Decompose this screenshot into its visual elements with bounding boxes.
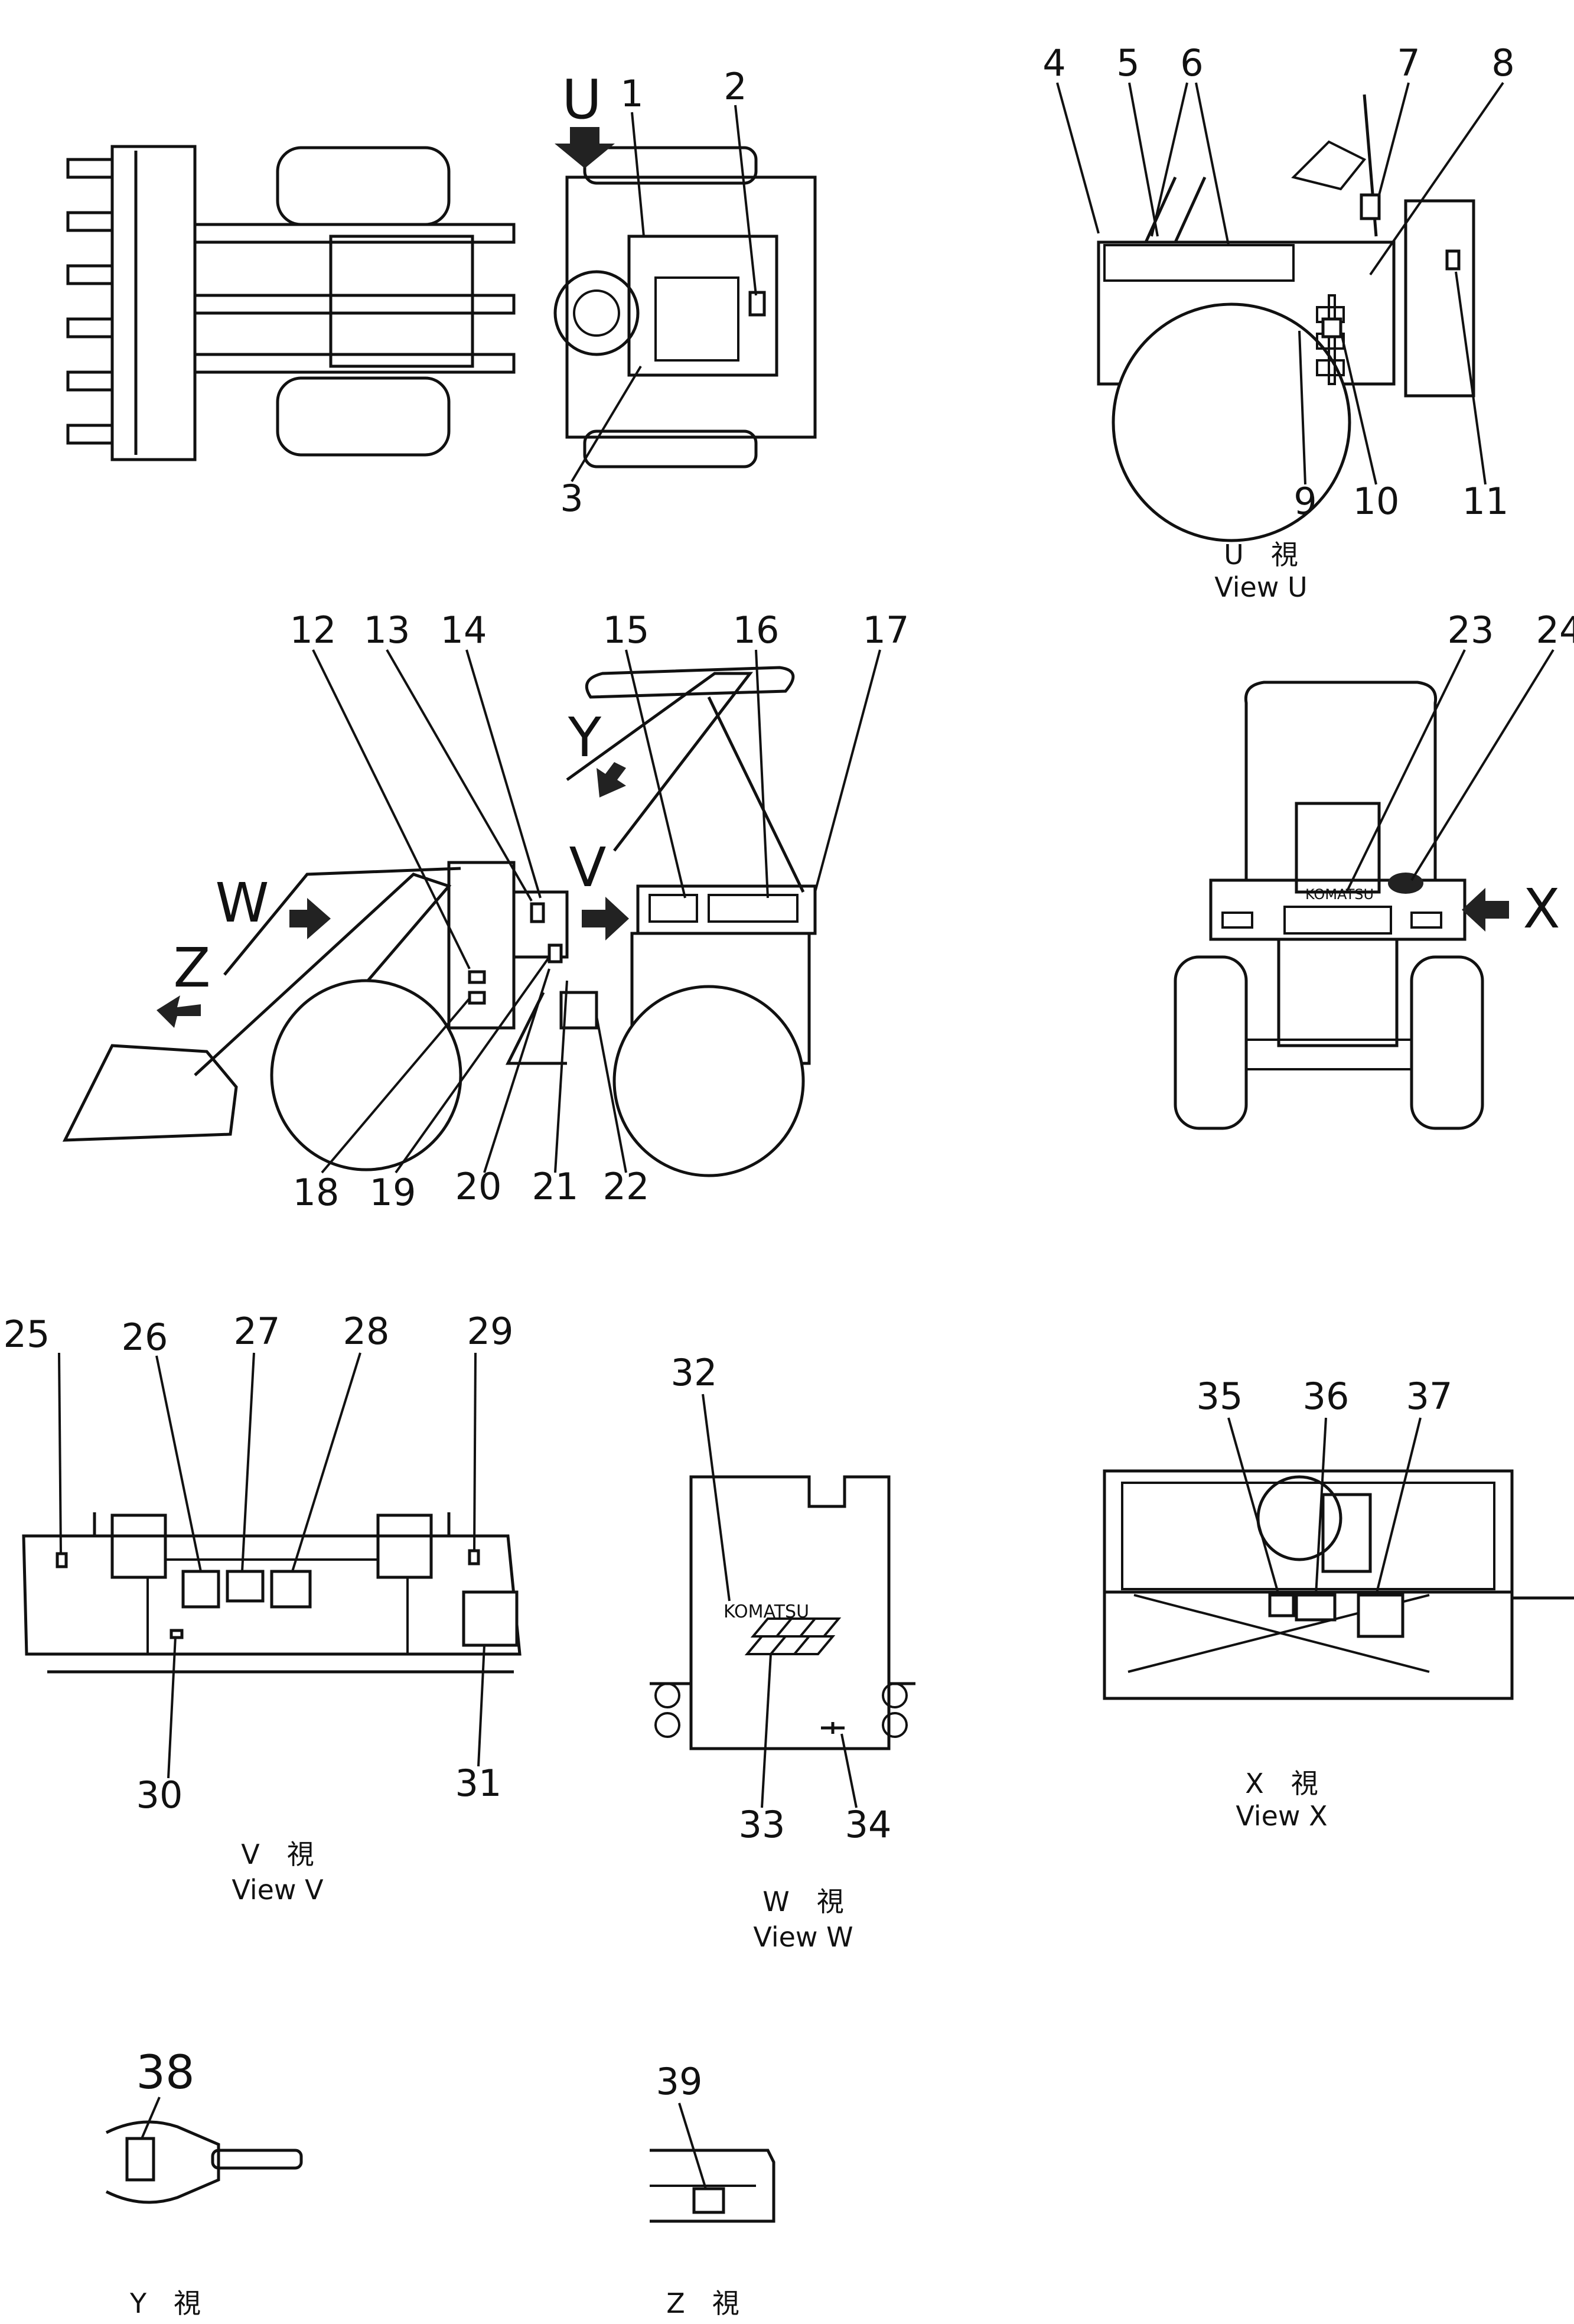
callout-6: 6 [1180,41,1203,84]
callout-13: 13 [364,608,410,652]
boom-arms [193,223,516,374]
rear-body [553,175,817,439]
callout-24: 24 [1536,608,1574,652]
rear-view: KOMATSU X 23 24 [1174,608,1574,1130]
callout-35: 35 [1197,1375,1243,1418]
callout-38: 38 [136,2046,194,2100]
arrow-y-icon [597,762,626,798]
arrow-w-icon [289,898,331,939]
view-letter-z: Z [173,936,210,1000]
view-w-caption-en: View W [753,1921,853,1953]
view-w-drawing [650,1475,915,1750]
leader-lines [312,649,881,1174]
leader-lines [1227,1417,1422,1596]
side-view: W Z Y V 12 13 14 15 16 17 18 19 20 21 22 [62,608,910,1214]
callout-33: 33 [739,1803,786,1846]
callout-7: 7 [1397,41,1420,84]
view-z-drawing [650,2149,775,2223]
leader-lines [571,105,757,483]
view-u-caption-en: View U [1214,571,1307,603]
view-u-drawing [1097,94,1475,542]
callout-39: 39 [656,2060,703,2103]
arrow-u-icon [555,127,615,168]
callout-36: 36 [1303,1375,1350,1418]
view-v-caption-jp: V 視 [241,1838,314,1870]
callout-14: 14 [441,608,487,652]
view-y-drawing [105,2120,303,2204]
callout-34: 34 [845,1803,892,1846]
arrow-v-icon [582,897,629,940]
view-y: 38 Y 視 [105,2046,303,2319]
leader-lines [1056,82,1504,485]
arrow-x-icon [1462,888,1509,932]
callout-8: 8 [1491,41,1514,84]
view-x-caption-jp: X 視 [1245,1768,1318,1799]
callout-17: 17 [863,608,910,652]
bucket-teeth [66,158,112,445]
callout-12: 12 [290,608,337,652]
side-view-drawing [62,666,817,1177]
view-u: 4 5 6 7 8 9 10 11 U 視 View U [1042,41,1514,603]
arrow-z-icon [157,995,201,1028]
callout-19: 19 [370,1171,416,1214]
callout-3: 3 [560,477,583,520]
bucket-drawing [66,145,197,461]
callout-29: 29 [467,1310,514,1353]
callout-2: 2 [724,65,747,108]
callout-11: 11 [1462,480,1509,523]
view-arrows [157,762,629,1028]
view-v-caption-en: View V [232,1874,324,1906]
callout-25: 25 [4,1313,50,1356]
view-v: 25 26 27 28 29 30 31 V 視 View V [4,1310,522,1906]
front-tires [276,146,451,457]
callout-1: 1 [620,72,643,115]
callout-27: 27 [234,1310,281,1353]
callout-16: 16 [733,608,780,652]
callout-32: 32 [671,1351,718,1394]
view-x: 35 36 37 X 視 View X [1103,1375,1574,1832]
rear-brand-label: KOMATSU [1305,886,1374,903]
view-w: KOMATSU 32 33 34 W 視 View W [650,1351,915,1953]
leader-line [141,2097,161,2139]
callout-9: 9 [1293,480,1316,523]
w-brand-label: KOMATSU [724,1602,809,1622]
view-letter-u: U [562,68,601,131]
callout-23: 23 [1448,608,1494,652]
view-y-caption-jp: Y 視 [129,2287,201,2319]
komatsu-logo-icon [744,1617,842,1655]
view-letter-w: W [216,871,269,935]
view-v-drawing [22,1512,522,1674]
view-u-caption-jp: U 視 [1224,539,1298,571]
callout-28: 28 [343,1310,390,1353]
view-x-caption-en: View X [1236,1800,1327,1832]
callout-37: 37 [1406,1375,1453,1418]
callout-15: 15 [603,608,650,652]
view-letter-x: X [1523,877,1560,940]
view-z-caption-jp: Z 視 [666,2287,739,2319]
top-view: U 1 2 3 [66,65,817,520]
callout-30: 30 [136,1773,183,1817]
rear-view-drawing [1174,681,1484,1130]
view-x-drawing [1103,1469,1574,1700]
callout-5: 5 [1116,41,1139,84]
callout-10: 10 [1353,480,1400,523]
callout-26: 26 [122,1316,168,1359]
callout-20: 20 [455,1165,502,1208]
callout-4: 4 [1042,41,1065,84]
leader-lines [702,1394,858,1808]
leader-lines [58,1352,485,1779]
callout-31: 31 [455,1762,502,1805]
leader-lines [1345,649,1555,893]
leader-line [678,2102,707,2189]
callout-18: 18 [293,1171,340,1214]
view-w-caption-jp: W 視 [762,1886,843,1918]
view-z: 39 Z 視 [650,2060,775,2319]
view-letter-y: Y [568,706,602,769]
view-letter-v: V [569,836,607,899]
